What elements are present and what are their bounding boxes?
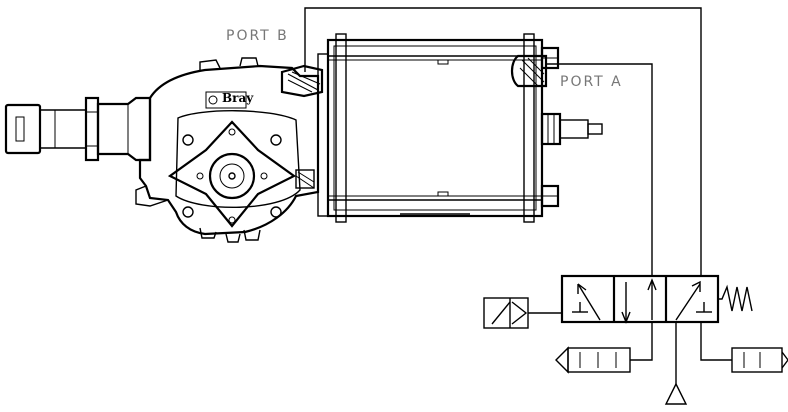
valve-body: [4, 57, 320, 243]
spring-return-icon: [718, 284, 753, 312]
air-supply-triangle-icon: [664, 382, 688, 405]
air-lines: [304, 7, 732, 384]
brand-logo-text: Bray: [222, 91, 254, 105]
exhaust-muffler-right: [731, 347, 788, 373]
port-fittings: [280, 64, 324, 189]
exhaust-muffler-left: [555, 346, 631, 374]
bray-logo-box: [205, 91, 247, 109]
port-a-label: PORT A: [560, 74, 623, 90]
actuator-cylinder: [317, 33, 603, 223]
port-b-label: PORT B: [226, 28, 289, 44]
solenoid-valve: [483, 274, 753, 329]
